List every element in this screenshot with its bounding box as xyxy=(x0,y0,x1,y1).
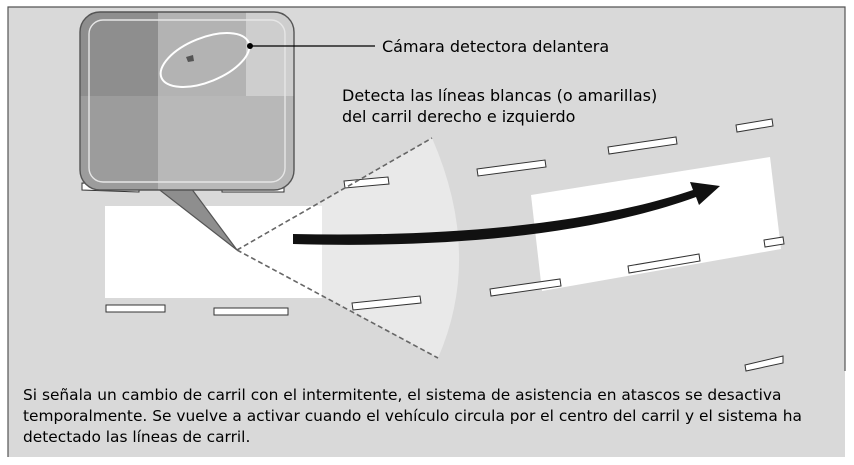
camera-leader-dot xyxy=(247,43,253,49)
lane-mark xyxy=(105,304,166,313)
camera-lens-highlight xyxy=(159,32,251,88)
camera-icon xyxy=(186,55,194,62)
camera-label: Cámara detectora delantera xyxy=(382,37,609,56)
lane-mark xyxy=(744,355,784,372)
lane-mark xyxy=(627,253,701,274)
lane-mark xyxy=(735,118,774,133)
target-vehicle xyxy=(531,157,781,291)
diagram-frame xyxy=(7,6,846,457)
lower-lane-markings xyxy=(105,236,785,372)
lane-mark xyxy=(489,278,562,297)
field-of-view-lines xyxy=(236,137,439,359)
lane-change-arrow xyxy=(293,182,720,245)
lane-mark xyxy=(343,176,390,189)
lane-mark xyxy=(763,236,785,248)
camera-view-box xyxy=(79,11,295,191)
lane-mark xyxy=(351,295,422,311)
lane-mark xyxy=(476,159,547,177)
lane-mark xyxy=(213,307,289,316)
caption-text: Si señala un cambio de carril con el int… xyxy=(23,386,802,446)
detect-label-line2: del carril derecho e izquierdo xyxy=(342,107,575,126)
detect-label-line1: Detecta las líneas blancas (o amarillas) xyxy=(342,86,657,105)
lane-mark xyxy=(607,136,678,155)
